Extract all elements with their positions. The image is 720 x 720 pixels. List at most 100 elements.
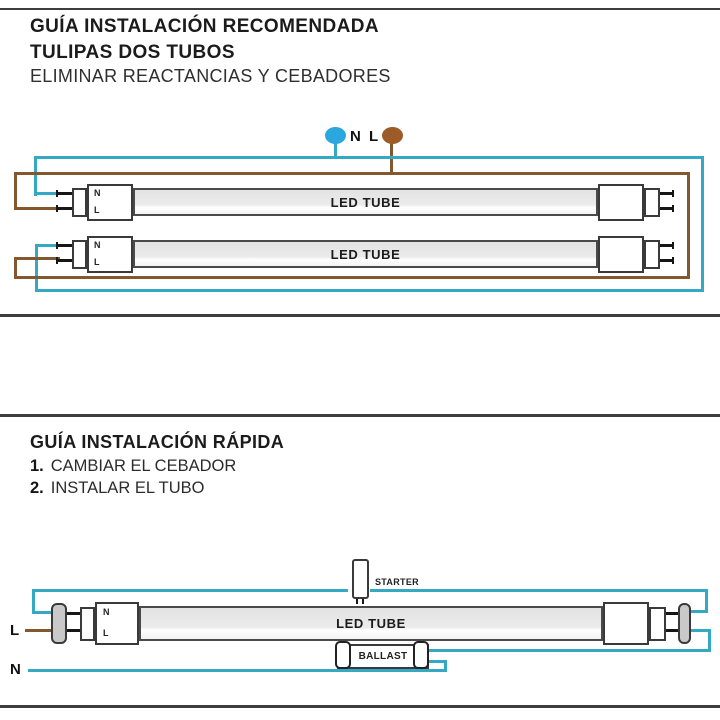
tube1-left-pin-base (72, 188, 87, 217)
neutral-wire-stub-tube1 (34, 192, 60, 195)
section2-step-2: 2. INSTALAR EL TUBO (30, 479, 205, 498)
left-socket-stub-wire (32, 611, 51, 614)
step2-text: INSTALAR EL TUBO (50, 479, 205, 497)
section1-subtitle: ELIMINAR REACTANCIAS Y CEBADORES (30, 66, 391, 86)
tube1-right-endcap (598, 184, 644, 221)
tube3-right-pin-top (666, 612, 678, 615)
starter-wire-left (32, 589, 348, 592)
tube3-left-pin-bottom (67, 629, 80, 632)
tube2-right-pin-bottom (660, 259, 674, 262)
section1-title-line1: GUÍA INSTALACIÓN RECOMENDADA (30, 16, 379, 37)
section1-bottom-divider (0, 314, 720, 317)
tube1-left-endcap: N L (87, 184, 133, 221)
step2-number: 2. (30, 479, 44, 497)
neutral-line-wire (28, 669, 447, 672)
starter-label: STARTER (375, 577, 419, 587)
top-divider (0, 8, 720, 10)
tube1-right-pin-top-tick (672, 190, 674, 197)
tube1-right-pin-base (644, 188, 660, 217)
right-lamp-socket (678, 603, 691, 644)
tube1-right-pin-top (660, 192, 674, 195)
live-supply-dot (382, 127, 403, 144)
neutral-wire-right (701, 156, 704, 292)
tube3-body: LED TUBE (139, 606, 603, 641)
tube2-label: LED TUBE (330, 246, 401, 262)
tube3-right-endcap (603, 602, 649, 645)
tube1-right-pin-bottom (660, 207, 674, 210)
tube3-left-pin-base (80, 607, 95, 641)
tube2-endcap-l-label: L (94, 257, 100, 267)
tube2-right-pin-top (660, 244, 674, 247)
tube2-right-pin-base (644, 240, 660, 269)
live-legend-label: L (10, 622, 20, 639)
tube3-label: LED TUBE (336, 616, 406, 631)
tube1-left-pin-top-tick (56, 190, 58, 197)
neutral-legend-label: N (10, 661, 21, 678)
neutral-supply-label: N (350, 128, 361, 145)
tube2-endcap-n-label: N (94, 240, 101, 250)
neutral-wire-left-lower (35, 244, 38, 292)
tube1-body: LED TUBE (133, 188, 598, 216)
tube2-left-pin-bottom-tick (56, 257, 58, 264)
live-wire-left-upper (14, 172, 17, 210)
neutral-supply-dot (325, 127, 346, 144)
neutral-step-horizontal-wire (428, 660, 447, 663)
live-wire-left-lower (14, 257, 17, 279)
ballast-wire (428, 649, 711, 652)
tube2-left-pin-top (56, 244, 72, 247)
tube1-right-pin-bottom-tick (672, 205, 674, 212)
tube1-left-pin-top (56, 192, 72, 195)
tube2-left-pin-base (72, 240, 87, 269)
starter-wire-right (370, 589, 708, 592)
tube2-left-pin-bottom (56, 259, 72, 262)
neutral-wire-left-upper (34, 156, 37, 196)
right-socket-top-stub-wire (688, 610, 708, 613)
live-line-wire (25, 629, 51, 632)
tube1-left-pin-bottom-tick (56, 205, 58, 212)
neutral-dot-stem-wire (334, 142, 337, 159)
live-wire-top (14, 172, 690, 175)
tube3-endcap-l-label: L (103, 628, 109, 638)
starter-wire-right-drop (705, 589, 708, 613)
tube1-left-pin-bottom (56, 207, 72, 210)
left-lamp-socket (51, 603, 67, 644)
neutral-wire-top (34, 156, 704, 159)
neutral-wire-bottom (35, 289, 704, 292)
neutral-wire-stub-tube2 (35, 244, 60, 247)
ballast-wire-right-drop (708, 629, 711, 652)
step1-text: CAMBIAR EL CEBADOR (50, 457, 237, 475)
neutral-step-vertical-wire (444, 660, 447, 672)
live-wire-bottom (14, 276, 690, 279)
section1-title-line2: TULIPAS DOS TUBOS (30, 42, 235, 63)
ballast-left-cap (335, 641, 351, 669)
ballast-label: BALLAST (358, 650, 408, 662)
live-wire-stub-tube2 (14, 257, 60, 260)
section2-title: GUÍA INSTALACIÓN RÁPIDA (30, 432, 285, 452)
starter-wire-left-drop (32, 589, 35, 614)
starter-body (352, 559, 369, 599)
tube1-label: LED TUBE (330, 194, 401, 210)
right-socket-bottom-stub-wire (688, 629, 711, 632)
bottom-divider (0, 705, 720, 708)
live-supply-label: L (369, 128, 379, 145)
tube3-right-pin-bottom (666, 629, 678, 632)
live-wire-stub-tube1 (14, 207, 60, 210)
tube2-right-endcap (598, 236, 644, 273)
starter-pin-left (356, 598, 358, 604)
tube3-left-pin-top (67, 612, 80, 615)
starter-pin-right (362, 598, 364, 604)
ballast-right-cap (413, 641, 429, 669)
tube1-endcap-l-label: L (94, 205, 100, 215)
tube1-endcap-n-label: N (94, 188, 101, 198)
step1-number: 1. (30, 457, 44, 475)
tube3-left-endcap: N L (95, 602, 139, 645)
tube2-body: LED TUBE (133, 240, 598, 268)
live-wire-right (687, 172, 690, 279)
tube2-right-pin-top-tick (672, 242, 674, 249)
tube2-left-endcap: N L (87, 236, 133, 273)
tube2-right-pin-bottom-tick (672, 257, 674, 264)
tube3-right-pin-base (649, 607, 666, 641)
section2-top-divider (0, 414, 720, 417)
section2-step-1: 1. CAMBIAR EL CEBADOR (30, 457, 236, 476)
